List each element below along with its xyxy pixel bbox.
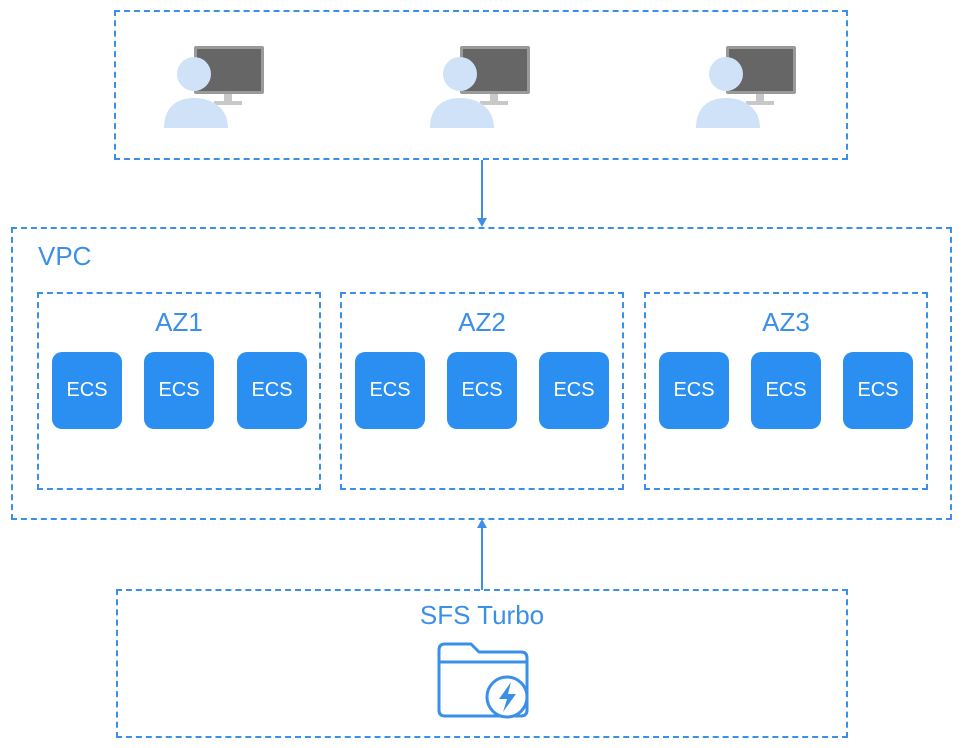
ecs-instance: ECS: [843, 352, 913, 429]
ecs-instance: ECS: [237, 352, 307, 429]
storage-box: [116, 589, 848, 738]
vpc-label: VPC: [38, 241, 92, 271]
arrow-users-to-vpc: [477, 160, 487, 227]
ecs-instance: ECS: [355, 352, 425, 429]
ecs-instance: ECS: [52, 352, 122, 429]
ecs-instance: ECS: [144, 352, 214, 429]
az-label: AZ3: [762, 307, 810, 337]
folder-lightning-icon: [437, 642, 529, 719]
az-label: AZ1: [155, 307, 203, 337]
ecs-instance: ECS: [659, 352, 729, 429]
ecs-instance: ECS: [447, 352, 517, 429]
availability-zone-box: [37, 292, 321, 490]
ecs-instance: ECS: [751, 352, 821, 429]
user-at-monitor-icon: [696, 46, 796, 128]
user-at-monitor-icon: [430, 46, 530, 128]
availability-zone-box: [644, 292, 928, 490]
ecs-instance: ECS: [539, 352, 609, 429]
user-at-monitor-icon: [164, 46, 264, 128]
arrow-storage-to-vpc: [477, 519, 487, 590]
vpc-box: [11, 227, 952, 520]
users-group-box: [114, 10, 848, 160]
storage-label: SFS Turbo: [419, 600, 545, 630]
availability-zone-box: [340, 292, 624, 490]
az-label: AZ2: [458, 307, 506, 337]
